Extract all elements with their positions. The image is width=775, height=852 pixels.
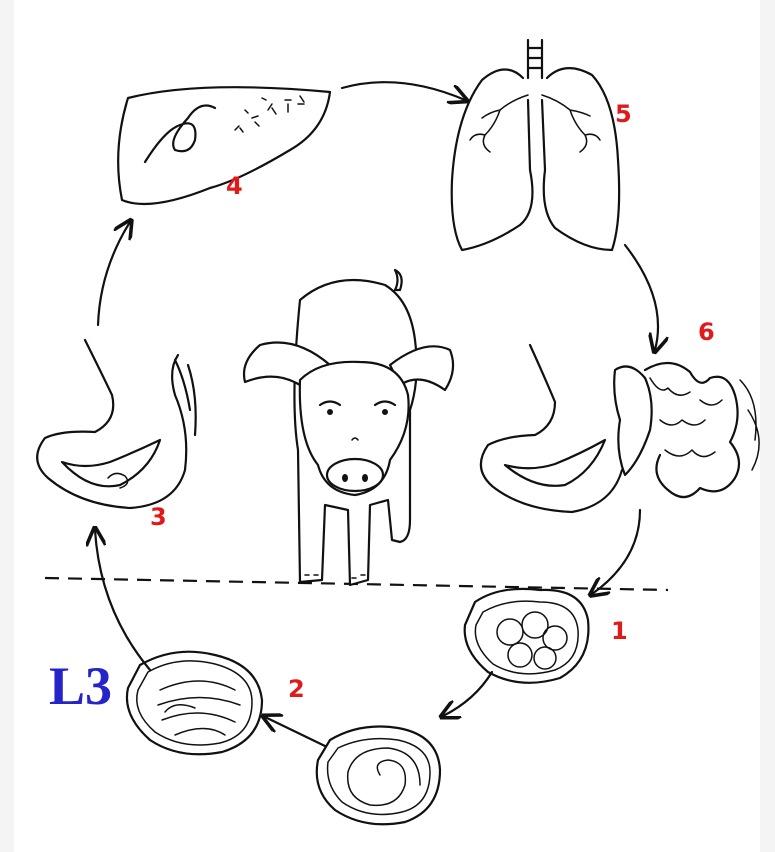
step-label-1: 1 <box>611 617 628 645</box>
stomach-illustration <box>37 340 196 508</box>
arrow-egg-to-larva <box>443 672 492 716</box>
arrow-larva-to-infective <box>265 717 325 746</box>
arrow-lungs-to-intestine <box>625 245 658 350</box>
arrow-stomach-to-liver <box>98 222 130 325</box>
arrow-liver-to-lungs <box>342 82 465 100</box>
egg-larva-illustration <box>317 727 440 825</box>
step-label-6: 6 <box>698 318 715 346</box>
step-label-5: 5 <box>615 100 632 128</box>
step-label-3: 3 <box>150 503 167 531</box>
larva-stage-label: L3 <box>49 656 112 716</box>
liver-illustration <box>118 87 330 204</box>
step-label-2: 2 <box>288 675 305 703</box>
step-label-4: 4 <box>226 172 243 200</box>
egg-stage-1-illustration <box>465 589 589 683</box>
intestine-illustration <box>481 345 759 512</box>
pig-illustration <box>244 270 453 585</box>
arrow-infective-to-stomach <box>95 530 150 670</box>
arrow-intestine-to-egg <box>592 510 640 594</box>
lungs-illustration <box>452 40 619 250</box>
